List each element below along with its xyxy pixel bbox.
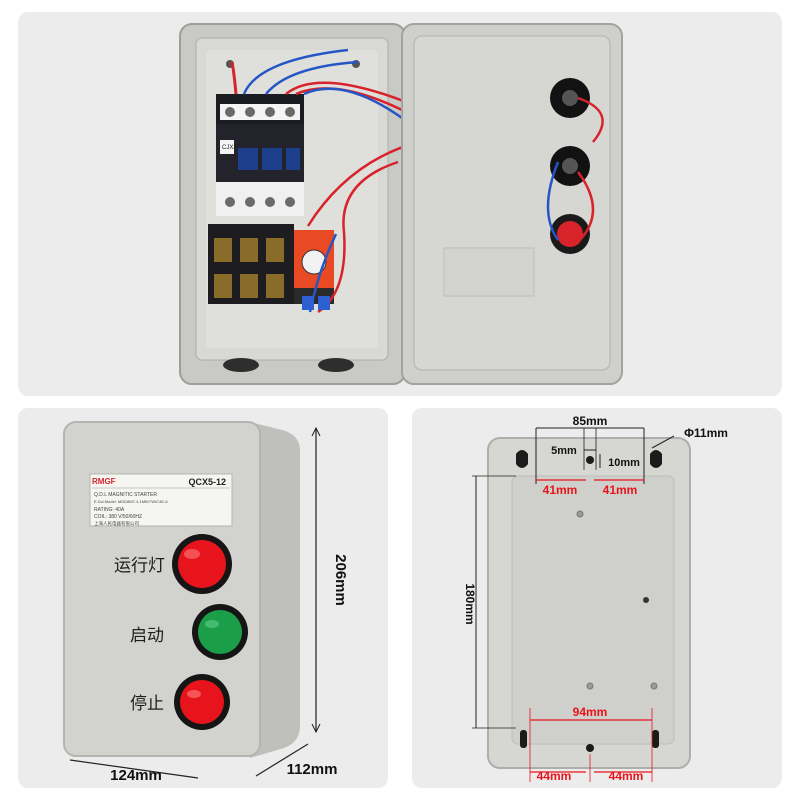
box-side-face: [250, 422, 300, 758]
bottom-slot-left: [520, 730, 527, 748]
front-view-panel: RMGF QCX5-12 Q.D.L MAGNITIC STARTER E.Dc…: [18, 408, 388, 788]
width-dimension-line: [69, 759, 199, 779]
stop-label: 停止: [130, 694, 164, 714]
top-span-text: 85mm: [573, 414, 608, 428]
cable-hole: [223, 358, 259, 372]
run-lamp: [172, 534, 232, 594]
cable-hole: [318, 358, 354, 372]
top-center-hole: [586, 456, 594, 464]
bottom-center-hole: [586, 744, 594, 752]
run-lamp-label: 运行灯: [114, 556, 165, 576]
open-box-illustration: CJX2: [179, 23, 623, 385]
bottom-left-text: 44mm: [537, 769, 572, 783]
start-label: 启动: [130, 626, 164, 646]
bottom-slot-right: [652, 730, 659, 748]
back-view-illustration: 85mm 5mm 10mm Φ11mm 41mm 41mm 180mm 94mm…: [463, 414, 728, 783]
nameplate-line: 上海人民电器有限公司: [94, 520, 139, 527]
back-recess: [511, 475, 675, 745]
depth-dimension-line: [255, 743, 309, 777]
model-text: QCX5-12: [188, 477, 226, 487]
slot-height-text: 10mm: [608, 457, 640, 469]
nameplate-line: Q.D.L MAGNITIC STARTER: [94, 492, 157, 498]
hanging-hole-right: [650, 450, 662, 468]
width-dimension-text: 124mm: [110, 767, 162, 784]
svg-text:CJX2: CJX2: [222, 145, 237, 151]
height-dimension-text: 180mm: [463, 583, 477, 624]
hole-diameter-text: Φ11mm: [684, 426, 728, 440]
stop-button[interactable]: [174, 674, 230, 730]
right-offset-text: 41mm: [603, 483, 638, 497]
back-view-panel: 85mm 5mm 10mm Φ11mm 41mm 41mm 180mm 94mm…: [412, 408, 782, 788]
hanging-hole-left: [516, 450, 528, 468]
nameplate: [89, 473, 233, 527]
brand-text: RMGF: [92, 477, 116, 486]
slot-width-text: 5mm: [551, 445, 577, 457]
nameplate-line: E.Dcl.Model: MOD8M7-4.1MB/TWIC4E-6: [94, 499, 168, 504]
start-button[interactable]: [192, 604, 248, 660]
bottom-span-text: 94mm: [573, 705, 608, 719]
nameplate-line: RATING: 40A: [94, 507, 125, 513]
open-box-panel: CJX2: [18, 12, 782, 396]
bottom-right-text: 44mm: [609, 769, 644, 783]
nameplate-line: COIL: 380 V/50/60HZ: [94, 514, 142, 520]
depth-dimension-text: 112mm: [287, 761, 338, 778]
left-offset-text: 41mm: [543, 483, 578, 497]
height-dimension-text: 206mm: [332, 554, 349, 606]
front-view-illustration: RMGF QCX5-12 Q.D.L MAGNITIC STARTER E.Dc…: [63, 421, 349, 784]
